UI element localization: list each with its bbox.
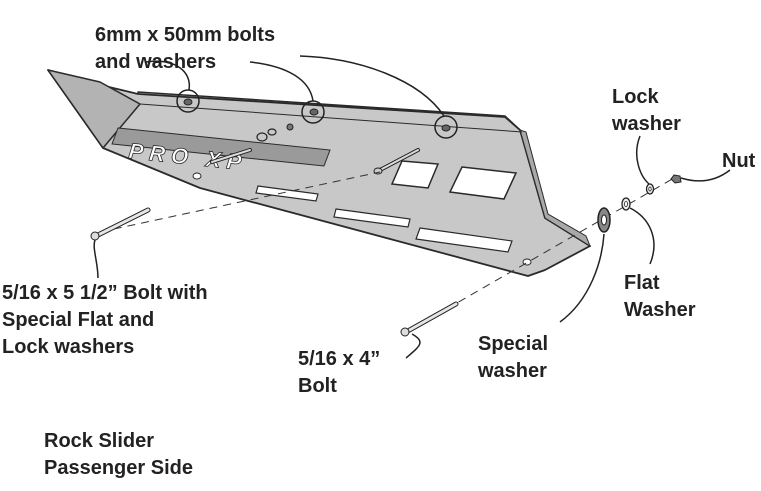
bolt-4-inch xyxy=(400,301,459,337)
cutout-slot-1 xyxy=(255,185,319,202)
label-line: Washer xyxy=(624,299,696,321)
cutout-slot-2 xyxy=(333,208,411,228)
label-nut: Nut xyxy=(722,148,755,175)
through-bolt-short xyxy=(211,149,251,163)
label-line: washer xyxy=(478,360,547,382)
label-line: washer xyxy=(612,113,681,135)
leader-line-bolt-4 xyxy=(405,333,421,359)
caption-line: Rock Slider xyxy=(44,430,155,452)
label-6mm-bolts: 6mm x 50mm bolts and washers xyxy=(95,22,275,76)
slider-crease-line xyxy=(139,103,523,133)
leader-line-bolts xyxy=(299,55,445,117)
flange-bolt-2 xyxy=(309,108,319,116)
hardware-highlight-circle xyxy=(434,115,458,139)
cutout-slot-3 xyxy=(415,227,513,253)
label-bolt-4-inch: 5/16 x 4” Bolt xyxy=(298,346,380,400)
label-line: Flat xyxy=(624,272,660,294)
flange-bolt-3 xyxy=(441,124,451,132)
bolt-5-5-inch xyxy=(90,207,151,241)
washer-stack xyxy=(267,128,277,136)
label-line: Lock washers xyxy=(2,336,135,358)
washer-stack xyxy=(286,123,294,131)
leader-line-bolts xyxy=(249,61,314,102)
diagram-caption: Rock Slider Passenger Side xyxy=(44,428,193,482)
leader-line-bolt-5-5 xyxy=(93,239,99,279)
label-line: Lock xyxy=(612,86,659,108)
washer-stack xyxy=(256,132,268,142)
lock-washer-part xyxy=(645,183,655,195)
label-line: Special xyxy=(478,333,549,355)
label-line: and washers xyxy=(95,51,217,73)
label-line: 5/16 x 5 1/2” Bolt with xyxy=(2,282,208,304)
label-line: 6mm x 50mm bolts xyxy=(95,24,276,46)
through-bolt-short xyxy=(379,149,419,171)
label-line: Bolt xyxy=(298,375,337,397)
cutout-window-1 xyxy=(390,160,440,189)
label-line: Special Flat and xyxy=(2,309,155,331)
leader-line-lock-washer xyxy=(636,135,650,185)
label-lock-washer: Lock washer xyxy=(612,84,681,138)
label-line: 5/16 x 4” xyxy=(298,348,381,370)
hardware-highlight-circle xyxy=(176,89,200,113)
special-washer-part xyxy=(597,207,611,233)
leader-line-special-washer xyxy=(559,233,605,323)
leader-line-nut xyxy=(680,169,731,182)
leader-line-bolts xyxy=(145,60,191,91)
label-bolt-5-5-inch: 5/16 x 5 1/2” Bolt with Special Flat and… xyxy=(2,280,208,361)
leader-line-flat-washer xyxy=(629,207,655,265)
cutout-window-2 xyxy=(448,166,518,200)
label-special-washer: Special washer xyxy=(478,331,548,385)
flange-bolt-1 xyxy=(183,98,193,106)
label-line: Nut xyxy=(722,150,756,172)
mount-hole xyxy=(192,172,202,180)
caption-line: Passenger Side xyxy=(44,457,193,479)
label-flat-washer: Flat Washer xyxy=(624,270,696,324)
flat-washer-part xyxy=(621,197,631,211)
assembly-axis-upper xyxy=(99,171,381,233)
slider-bottom-lip xyxy=(519,129,592,248)
nut-part xyxy=(670,174,682,184)
